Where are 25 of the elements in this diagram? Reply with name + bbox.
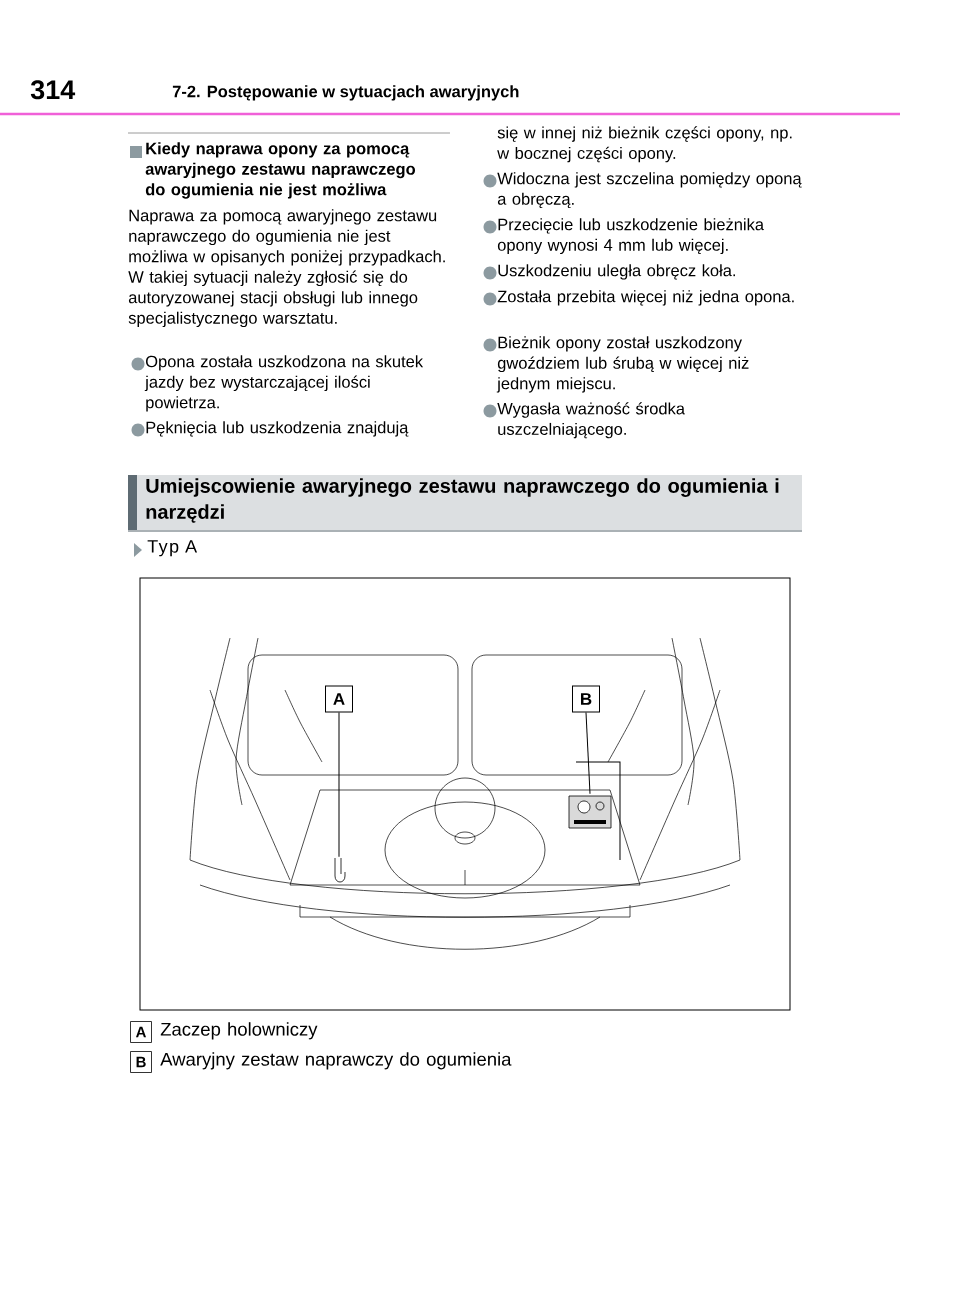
section-heading-band: Umiejscowienie awaryjnego zestawu naprawczego do ogumienia i narzędzi [128, 475, 802, 530]
repair-kit-drawing [568, 795, 612, 829]
callout-letter: B [130, 1051, 152, 1073]
body-text: Naprawa za pomocą awaryjnego zestawu naprawczego do ogumienia nie jest możliwa w opisanych poniżej przypadkach. W takiej sytuacji należy zgłosić się do autoryzowanej stacji obsługi lub innego specjalistycznego warsztatu. [128, 209, 445, 328]
bullet-item: Bieżnik opony został uszkodzony gwoździem lub śrubą w więcej niż jednym miejscu. [483, 336, 749, 393]
body-text: się w innej niż bieżnik części opony, np. w bocznej części opony. [497, 126, 792, 163]
bullet-item: Uszkodzeniu uległa obręcz koła. [483, 264, 735, 280]
leader-line [585, 712, 591, 795]
legend-text: Zaczep holowniczy [160, 1022, 318, 1040]
legend-text: Awaryjny zestaw naprawczy do ogumienia [160, 1052, 512, 1070]
page-number: 314 [30, 80, 76, 100]
bullet-item: Wygasła ważność środka uszczelniającego. [483, 402, 685, 439]
tow-hook-drawing [334, 857, 346, 883]
subsection-heading: Kiedy naprawa opony za pomocą awaryjnego zestawu naprawczego do ogumienia nie jest możliwa [130, 142, 416, 199]
callout-letter: A [325, 685, 353, 713]
bullet-item: Widoczna jest szczelina pomiędzy oponą a obręczą. [483, 172, 802, 209]
running-header: 7-2. Postępowanie w sytuacjach awaryjnych [172, 85, 519, 101]
bullet-item: Opona została uszkodzona na skutek jazdy bez wystarczającej ilości powietrza. [131, 355, 424, 412]
bullet-item: Przecięcie lub uszkodzenie bieżnika opony wynosi 4 mm lub więcej. [483, 218, 764, 255]
callout-letter: A [130, 1021, 152, 1043]
leader-line [338, 712, 340, 858]
type-heading: Typ A [134, 540, 198, 557]
bullet-item: Pęknięcia lub uszkodzenia znajdują [131, 421, 409, 437]
bullet-item: Została przebita więcej niż jedna opona. [483, 290, 794, 306]
callout-letter: B [572, 685, 600, 713]
